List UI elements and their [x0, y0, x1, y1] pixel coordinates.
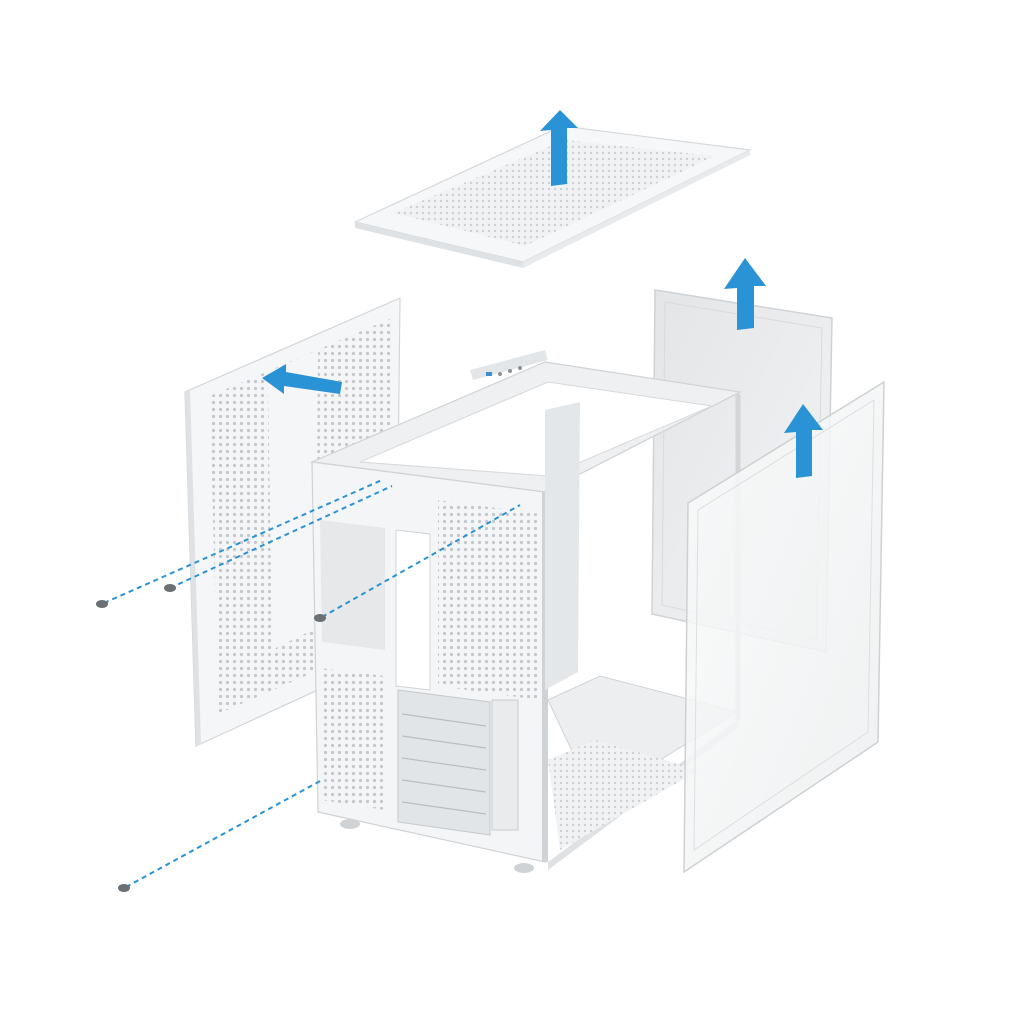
front-glass-panel — [683, 380, 885, 874]
pci-slot-covers — [401, 713, 487, 815]
screw-icon — [96, 584, 326, 892]
arrow-up-icon — [540, 110, 578, 186]
arrow-left-icon — [262, 364, 342, 394]
case-chassis — [309, 350, 742, 873]
arrow-up-icon — [724, 258, 766, 330]
arrow-up-icon — [784, 404, 823, 478]
screw-guide-lines — [103, 479, 521, 888]
top-mesh-panel — [353, 125, 753, 268]
